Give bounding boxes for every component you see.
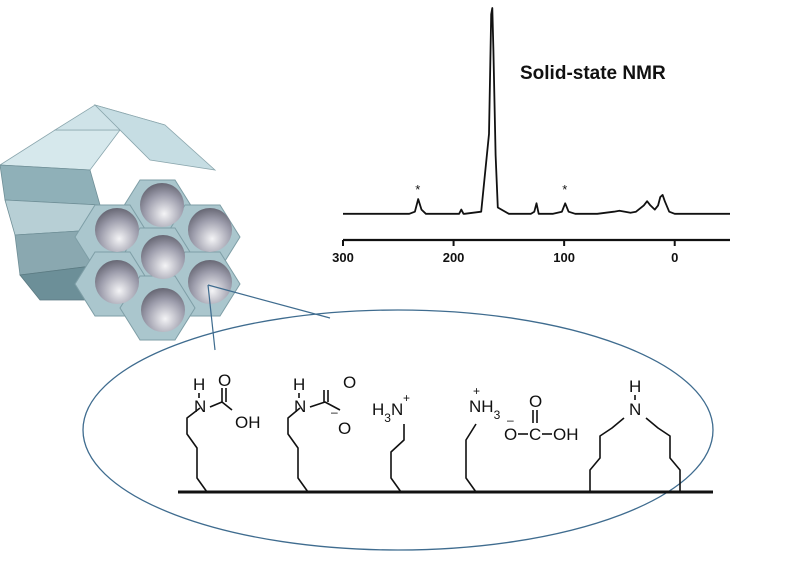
nmr-trace-series-0 [343,7,730,215]
pore [95,260,139,304]
spinning-sideband-marker: * [562,182,567,197]
pore-channels [95,183,232,332]
carbamic-acid-species: H N O OH [186,371,261,493]
atom-label: O [529,392,542,411]
atom-label: N [629,400,641,419]
atom-label: O [504,425,517,444]
pore [141,288,185,332]
atom-label: H3N [372,400,403,425]
column-top-face [93,104,217,171]
pore [141,235,185,279]
atom-label: H [629,377,641,396]
x-axis-ticks: 300 200 100 0 [332,240,678,265]
x-tick-label: 200 [443,250,465,265]
x-tick-label: 100 [553,250,575,265]
atom-label: NH3 [469,397,501,422]
ammonium-species-right: NH3 + [465,384,501,493]
peak-markers: ** [415,182,567,197]
pore [188,260,232,304]
atom-label: H [193,375,205,394]
atom-label: OH [235,413,261,432]
charge-label: – [331,405,338,419]
secondary-amine-species: H N [589,377,681,492]
zoom-ellipse [82,309,714,551]
bicarbonate-species: O C O – OH [504,392,579,444]
ammonium-species-left: H3N + [372,391,410,493]
atom-label: H [293,375,305,394]
nmr-trace-group [343,7,730,215]
atom-label: OH [553,425,579,444]
column-side-face [0,164,101,206]
atom-label: O [218,371,231,390]
charge-label: + [473,384,480,398]
atom-label: N [194,397,206,416]
pore [95,208,139,252]
spinning-sideband-marker: * [415,182,420,197]
x-tick-label: 0 [671,250,678,265]
pore [140,183,184,227]
atom-label: O [343,373,356,392]
mesoporous-silica-illustration [0,104,241,341]
zoom-callout-lines [207,284,331,351]
column-top-face [0,129,121,171]
atom-label: N [294,397,306,416]
charge-label: + [403,391,410,405]
atom-label: O [338,419,351,438]
charge-label: – [507,413,514,427]
carbamate-species: H N O O – [287,373,356,493]
nmr-title: Solid-state NMR [520,63,666,84]
surface-species: H N O OH H N O O – H3N + [178,371,713,494]
x-tick-label: 300 [332,250,354,265]
atom-label: C [529,425,541,444]
pore [188,208,232,252]
